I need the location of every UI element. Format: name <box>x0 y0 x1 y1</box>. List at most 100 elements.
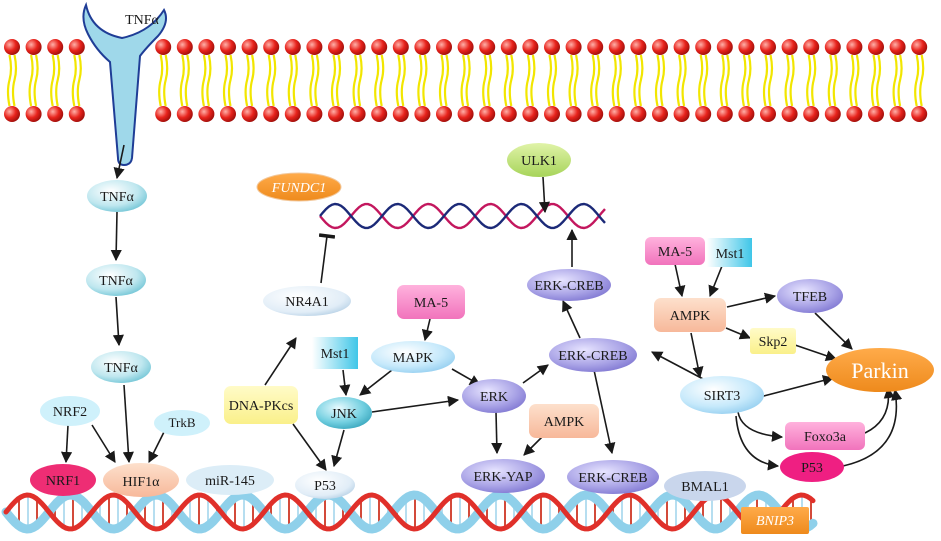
lipid-head <box>608 106 625 122</box>
node-mapk: MAPK <box>371 341 455 373</box>
lipid-head <box>911 106 928 122</box>
node-ma5-right-label: MA-5 <box>658 245 692 260</box>
node-p53-right-label: P53 <box>801 461 823 476</box>
lipid-head <box>306 39 323 55</box>
lipid-head <box>25 39 42 55</box>
lipid-tail <box>374 54 380 107</box>
lipid-head <box>500 106 517 122</box>
arrow-ma5-ampk <box>674 263 686 298</box>
lipid-head <box>781 106 798 122</box>
lipid-head <box>306 106 323 122</box>
arrow-ampk-sirt3 <box>690 332 704 379</box>
lipid-tail <box>335 54 342 107</box>
lipid-head <box>824 106 841 122</box>
lipid-head <box>846 106 863 122</box>
lipid-head <box>457 39 474 55</box>
node-erk-creb-mid: ERK-CREB <box>549 338 637 372</box>
node-sirt3: SIRT3 <box>680 376 764 414</box>
node-ma5-center-label: MA-5 <box>414 296 448 311</box>
mrna-strand-red <box>319 202 606 230</box>
node-nrf2: NRF2 <box>40 396 100 426</box>
nodes: TNFα TNFα TNFα NRF2 TrkB DNA-PKcs NR4A1 <box>30 143 934 534</box>
lipid-head <box>673 106 690 122</box>
lipid-tail <box>849 54 855 107</box>
lipid-tail <box>179 54 185 107</box>
node-bmal1: BMAL1 <box>664 471 746 501</box>
node-hif1a: HIF1α <box>103 463 179 497</box>
arrow-erk-erkyap <box>491 411 503 455</box>
inhibit-nr4a1-fundc1 <box>318 233 336 284</box>
lipid-tail <box>573 54 579 107</box>
lipid-tail <box>314 54 320 107</box>
lipid-head <box>716 106 733 122</box>
lipid-head <box>220 106 236 122</box>
lipid-tail <box>222 54 229 107</box>
lipid-head <box>155 106 172 122</box>
lipid-tail <box>357 54 363 107</box>
lipid-tail <box>482 54 488 107</box>
node-bmal1-label: BMAL1 <box>681 480 728 495</box>
node-ampk-right: AMPK <box>654 298 726 332</box>
lipid-heads <box>4 39 928 122</box>
node-erk-yap-label: ERK-YAP <box>473 470 532 485</box>
cell-membrane <box>4 39 928 122</box>
node-erk-creb-mid-label: ERK-CREB <box>558 349 627 364</box>
node-ampk-right-label: AMPK <box>670 309 710 324</box>
node-tnf-2: TNFα <box>86 264 146 296</box>
arrow-sirt3-foxo3a <box>737 411 784 442</box>
arrow-mapk-jnk <box>359 369 393 396</box>
arrow-sirt3-p53-right <box>735 415 780 471</box>
node-skp2: Skp2 <box>750 328 796 354</box>
node-nrf1-label: NRF1 <box>46 474 80 489</box>
node-parkin-label: Parkin <box>851 358 908 383</box>
lipid-tails <box>6 54 925 107</box>
node-bnip3: BNIP3 <box>741 507 809 534</box>
node-nrf2-label: NRF2 <box>53 405 87 420</box>
lipid-tail <box>395 54 401 107</box>
lipid-tail <box>875 54 882 107</box>
arrow-p53-parkin <box>842 388 903 467</box>
lipid-tail <box>71 54 77 107</box>
node-erk-yap: ERK-YAP <box>461 459 545 493</box>
lipid-head <box>176 39 193 55</box>
node-mir145-label: miR-145 <box>205 474 255 489</box>
lipid-head <box>371 39 388 55</box>
node-ma5-center: MA-5 <box>397 285 465 319</box>
node-tnf-1: TNFα <box>87 180 147 212</box>
lipid-tail <box>703 54 709 107</box>
node-fundc1: FUNDC1 <box>256 172 342 202</box>
lipid-head <box>414 106 431 122</box>
lipid-head <box>25 106 42 122</box>
lipid-head <box>824 39 841 55</box>
lipid-tail <box>789 54 795 107</box>
lipid-tail <box>595 54 601 107</box>
lipid-tail <box>184 54 190 107</box>
lipid-tail <box>892 54 898 107</box>
node-ampk-center: AMPK <box>529 404 599 438</box>
node-nr4a1: NR4A1 <box>263 286 351 316</box>
lipid-head <box>392 106 409 122</box>
tnf-receptor: TNFα <box>82 1 167 167</box>
lipid-head <box>652 39 668 55</box>
lipid-head <box>630 106 647 122</box>
node-fundc1-label: FUNDC1 <box>271 181 326 196</box>
lipid-head <box>220 39 236 55</box>
lipid-tail <box>163 54 169 107</box>
lipid-tail <box>33 54 39 107</box>
lipid-tail <box>654 54 661 107</box>
node-ma5-right: MA-5 <box>645 237 705 265</box>
lipid-head <box>436 106 452 122</box>
node-foxo3a-label: Foxo3a <box>804 430 847 445</box>
arrow-erkcreb-erkcreb-low <box>593 369 616 455</box>
lipid-head <box>781 39 798 55</box>
lipid-head <box>695 106 712 122</box>
lipid-tail <box>767 54 774 107</box>
node-trkb: TrkB <box>154 410 210 436</box>
lipid-tail <box>832 54 838 107</box>
lipid-tail <box>422 54 428 107</box>
arrow-nrf2-hif1a <box>91 424 116 463</box>
lipid-tail <box>508 54 514 107</box>
lipid-tail <box>551 54 558 107</box>
lipid-tail <box>811 54 817 107</box>
